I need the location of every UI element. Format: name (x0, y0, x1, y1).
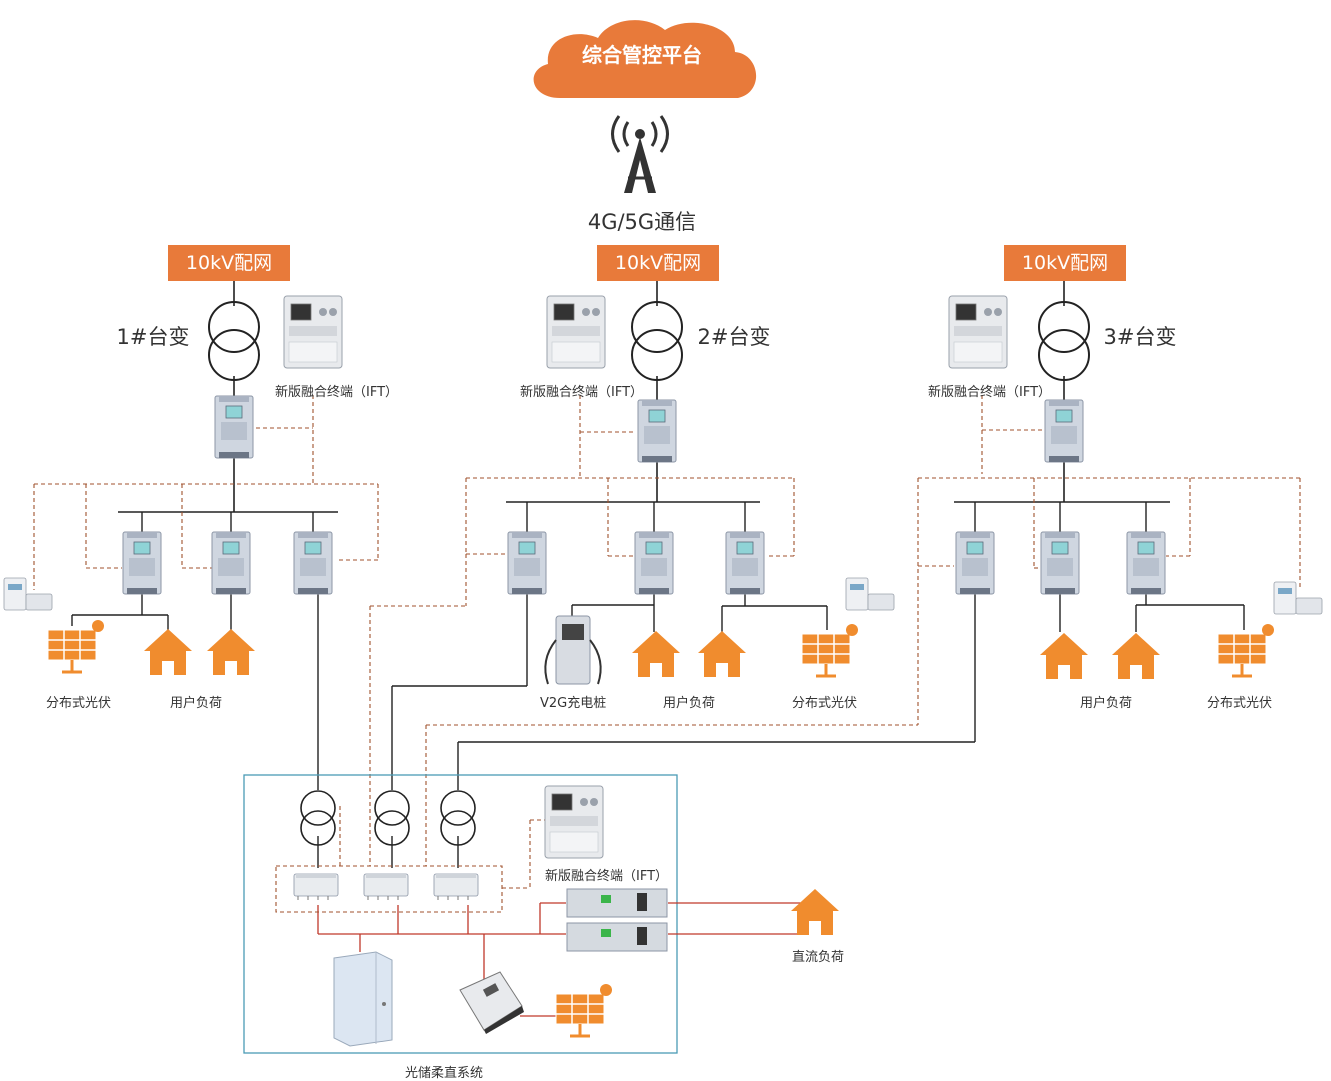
converter-3-icon (433, 873, 479, 901)
terminal-1-icon (283, 295, 343, 369)
battery-2-icon (566, 922, 668, 952)
battery-1-icon (566, 888, 668, 918)
breaker-3c-icon (1126, 531, 1166, 595)
terminal-4-label: 新版融合终端（IFT） (545, 869, 669, 884)
antenna-icon (611, 115, 669, 193)
house-3a-icon (1040, 633, 1088, 679)
house-dc-icon (791, 889, 839, 935)
transformer-1-icon (208, 301, 260, 381)
transformer-2-label: 2#台变 (698, 325, 771, 349)
cloud-icon (533, 20, 757, 99)
user-load-label-1: 用户负荷 (170, 696, 223, 711)
terminal-1-label: 新版融合终端（IFT） (275, 385, 399, 400)
house-2b-icon (698, 631, 746, 677)
terminal-2-icon (546, 295, 606, 369)
user-load-label-2: 用户负荷 (663, 696, 716, 711)
pv-meter-1-icon (3, 577, 53, 611)
system-box (243, 774, 678, 1054)
storage-cabinet-icon (333, 951, 393, 1047)
system-label: 光储柔直系统 (405, 1066, 484, 1081)
charger-icon (544, 615, 602, 685)
pv-4-icon (554, 982, 614, 1038)
pv-3-icon (1216, 622, 1276, 678)
house-1a-icon (144, 629, 192, 675)
house-2a-icon (632, 631, 680, 677)
breaker-1c-icon (293, 531, 333, 595)
breaker-2c-icon (725, 531, 765, 595)
grid-tag-2: 10kV配网 (597, 245, 719, 281)
dc-load-label: 直流负荷 (792, 950, 845, 965)
main-breaker-2-icon (637, 399, 677, 463)
grid-tag-1: 10kV配网 (168, 245, 290, 281)
terminal-2-label: 新版融合终端（IFT） (520, 385, 644, 400)
transformer-2-icon (631, 301, 683, 381)
breaker-3b-icon (1040, 531, 1080, 595)
grid-tag-3: 10kV配网 (1004, 245, 1126, 281)
converter-2-icon (363, 873, 409, 901)
breaker-2a-icon (507, 531, 547, 595)
pv-label-2: 分布式光伏 (792, 696, 858, 711)
main-breaker-1-icon (214, 395, 254, 459)
user-load-label-3: 用户负荷 (1080, 696, 1133, 711)
main-breaker-3-icon (1044, 399, 1084, 463)
breaker-3a-icon (955, 531, 995, 595)
transformer-3-icon (1038, 301, 1090, 381)
pv-meter-3-icon (1273, 581, 1323, 615)
breaker-1b-icon (211, 531, 251, 595)
pv-2-icon (800, 622, 860, 678)
transformer-3-label: 3#台变 (1104, 325, 1177, 349)
comm-label: 4G/5G通信 (588, 210, 696, 234)
pv-label-1: 分布式光伏 (46, 696, 112, 711)
terminal-4-icon (544, 785, 604, 859)
pv-1-icon (46, 618, 106, 674)
transformer-1-label: 1#台变 (117, 325, 190, 349)
house-1b-icon (207, 629, 255, 675)
house-3b-icon (1112, 633, 1160, 679)
pv-label-3: 分布式光伏 (1207, 696, 1273, 711)
system-wiring (275, 806, 819, 1017)
v2g-label: V2G充电桩 (540, 696, 607, 711)
terminal-3-label: 新版融合终端（IFT） (928, 385, 1052, 400)
breaker-1a-icon (122, 531, 162, 595)
group1-wiring (33, 280, 379, 790)
platform-label: 综合管控平台 (582, 43, 702, 67)
pv-inverter-icon (459, 971, 524, 1034)
breaker-2b-icon (634, 531, 674, 595)
pv-meter-2-icon (845, 577, 895, 611)
converter-1-icon (293, 873, 339, 901)
group3-wiring (425, 280, 1301, 866)
terminal-3-icon (948, 295, 1008, 369)
